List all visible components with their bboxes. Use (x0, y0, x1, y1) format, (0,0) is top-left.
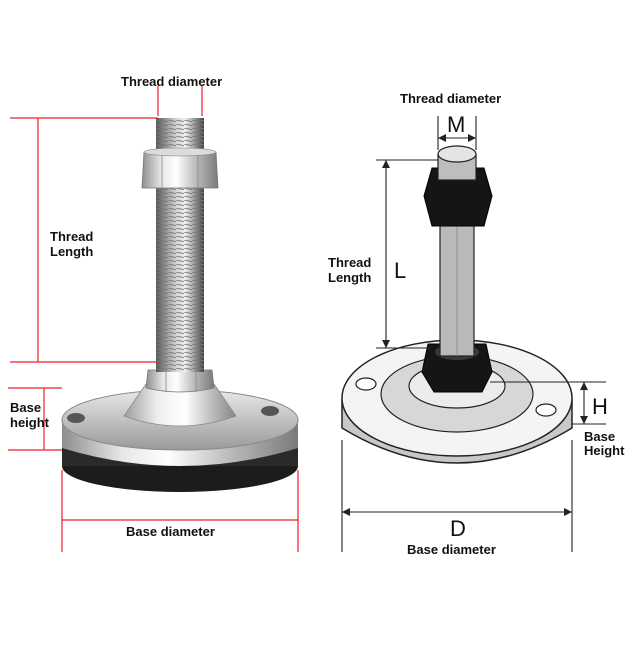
left-dimension-lines (8, 86, 299, 552)
mounting-hole-left (67, 413, 85, 423)
upper-hex-nut (141, 151, 219, 189)
right-thread-length-label-line1: Thread (328, 255, 372, 270)
right-foot-illustration (341, 145, 573, 464)
dimension-arrowheads (342, 134, 588, 516)
right-base-height-label-line2: Height (584, 443, 625, 458)
left-foot-illustration (61, 118, 299, 492)
left-thread-length-label-line1: Thread (50, 229, 94, 244)
left-base-height-label-line1: Base (10, 400, 42, 415)
left-thread-length-label-line2: Length (50, 244, 94, 259)
lower-hex-nut (145, 369, 215, 393)
symbol-h: H (592, 394, 608, 419)
right-thread-diameter-label: Thread diameter (400, 91, 502, 106)
symbol-m: M (447, 112, 466, 137)
rod-top (437, 145, 477, 163)
upper-hex-nut (423, 167, 493, 227)
left-base-height-label-line2: height (10, 415, 49, 430)
right-thread-length-label-line2: Length (328, 270, 372, 285)
left-thread-diameter-label: Thread diameter (121, 74, 223, 89)
right-base-height-label-line1: Base (584, 429, 616, 444)
right-base-diameter-label: Base diameter (407, 542, 496, 557)
mounting-hole-right (535, 403, 557, 417)
mounting-hole-left (355, 377, 377, 391)
mounting-hole-right (261, 406, 279, 416)
symbol-l: L (394, 258, 407, 283)
left-base-diameter-label: Base diameter (126, 524, 215, 539)
symbol-d: D (450, 516, 466, 541)
